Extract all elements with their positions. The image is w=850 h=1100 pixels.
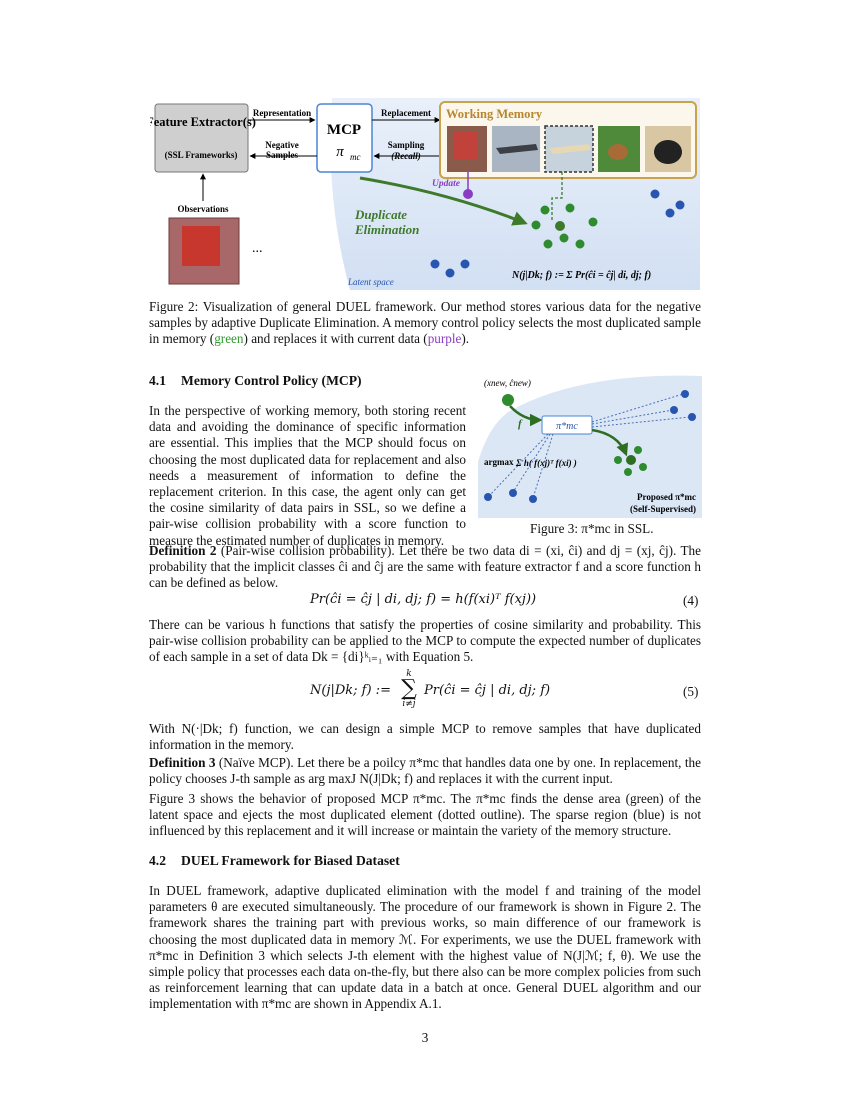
section-4-2-paragraph: In DUEL framework, adaptive duplicated e… <box>149 883 701 1012</box>
memory-image-airplane <box>492 126 540 172</box>
paragraph-figure3-behavior: Figure 3 shows the behavior of proposed … <box>149 791 701 839</box>
memory-image-airplane-2 <box>544 125 594 173</box>
observations-label: Observations <box>177 204 229 214</box>
svg-text:π*mc: π*mc <box>556 421 578 432</box>
blue-points <box>430 189 685 278</box>
pi-mc-sub: mc <box>350 152 361 162</box>
svg-text:Elimination: Elimination <box>354 222 419 237</box>
equation-4: Pr(ĉi = ĉj | di, dj; f) = h(f(xi)ᵀ f(xj)… <box>310 592 537 607</box>
definition-3: Definition 3 (Naïve MCP). Let there be a… <box>149 755 702 787</box>
equation-5-number: (5) <box>683 684 699 699</box>
svg-text:Sampling: Sampling <box>388 140 425 150</box>
svg-text:(Self-Supervised): (Self-Supervised) <box>630 504 696 514</box>
fig3-pi-box <box>541 415 593 435</box>
equation-5-rhs: Pr(ĉi = ĉj | di, dj; f) <box>424 683 551 698</box>
paragraph-after-eq5: With N(·|Dk; f) function, we can design … <box>149 721 701 753</box>
svg-text:f: f <box>518 418 523 430</box>
figure-3-diagram: (xnew, ĉnew) f π*mc argmax Σ h( f(xj)ᵀ f… <box>478 375 702 518</box>
equation-4-number: (4) <box>683 593 699 608</box>
page-number: 3 <box>421 1030 429 1045</box>
fig3-latent-region <box>478 375 702 518</box>
svg-text:Negative: Negative <box>265 140 299 150</box>
memory-image-bird <box>447 126 487 172</box>
svg-text:argmax: argmax <box>484 457 514 467</box>
duplicate-elimination-arrow <box>359 176 528 226</box>
feature-extractor-label: Feature Extractor(s) <box>150 115 256 129</box>
working-memory-label: Working Memory <box>446 107 543 121</box>
ssl-frameworks-label: (SSL Frameworks) <box>165 150 238 160</box>
ellipsis: ... <box>252 241 263 256</box>
memory-image-deer <box>598 126 640 172</box>
svg-text:Proposed π*mc: Proposed π*mc <box>637 492 696 502</box>
svg-text:(Recall): (Recall) <box>391 151 421 161</box>
update-label: Update <box>432 179 461 189</box>
latent-space-label: Latent space <box>347 277 394 287</box>
pi-mc-label: π <box>336 144 344 160</box>
svg-text:Duplicate: Duplicate <box>354 207 407 222</box>
svg-text:Samples: Samples <box>266 150 299 160</box>
paragraph-after-eq4: There can be various h functions that sa… <box>149 617 701 665</box>
mcp-label: MCP <box>327 122 361 138</box>
svg-text:Σ h( f(xj)ᵀ f(xi) ): Σ h( f(xj)ᵀ f(xi) ) <box>515 458 577 468</box>
update-point <box>463 189 473 199</box>
fig3-new-point <box>502 394 514 406</box>
figure-3-caption: Figure 3: π*mc in SSL. <box>530 521 654 536</box>
representation-label: Representation <box>253 108 311 118</box>
figure2-formula: N(j|Dk; f) := Σ Pr(ĉi = ĉj| di, dj; f) <box>511 270 651 281</box>
equation-5: N(j|Dk; f) := <box>310 683 391 698</box>
definition-2: Definition 2 (Pair-wise collision probab… <box>149 543 701 591</box>
green-cluster <box>531 203 598 249</box>
section-4-1-paragraph: In the perspective of working memory, bo… <box>149 403 466 548</box>
memory-image-cat <box>645 126 691 172</box>
mcp-box <box>316 103 373 173</box>
figure-2-caption: Figure 2: Visualization of general DUEL … <box>149 299 701 347</box>
feature-extractor-box <box>154 103 249 173</box>
figure-2-diagram: Feature Extractor(s) (SSL Frameworks) MC… <box>150 98 700 290</box>
fig3-input-label: (xnew, ĉnew) <box>484 378 531 388</box>
equation-5-sum: k ∑ i≠j <box>401 669 417 709</box>
replacement-label: Replacement <box>381 108 431 118</box>
